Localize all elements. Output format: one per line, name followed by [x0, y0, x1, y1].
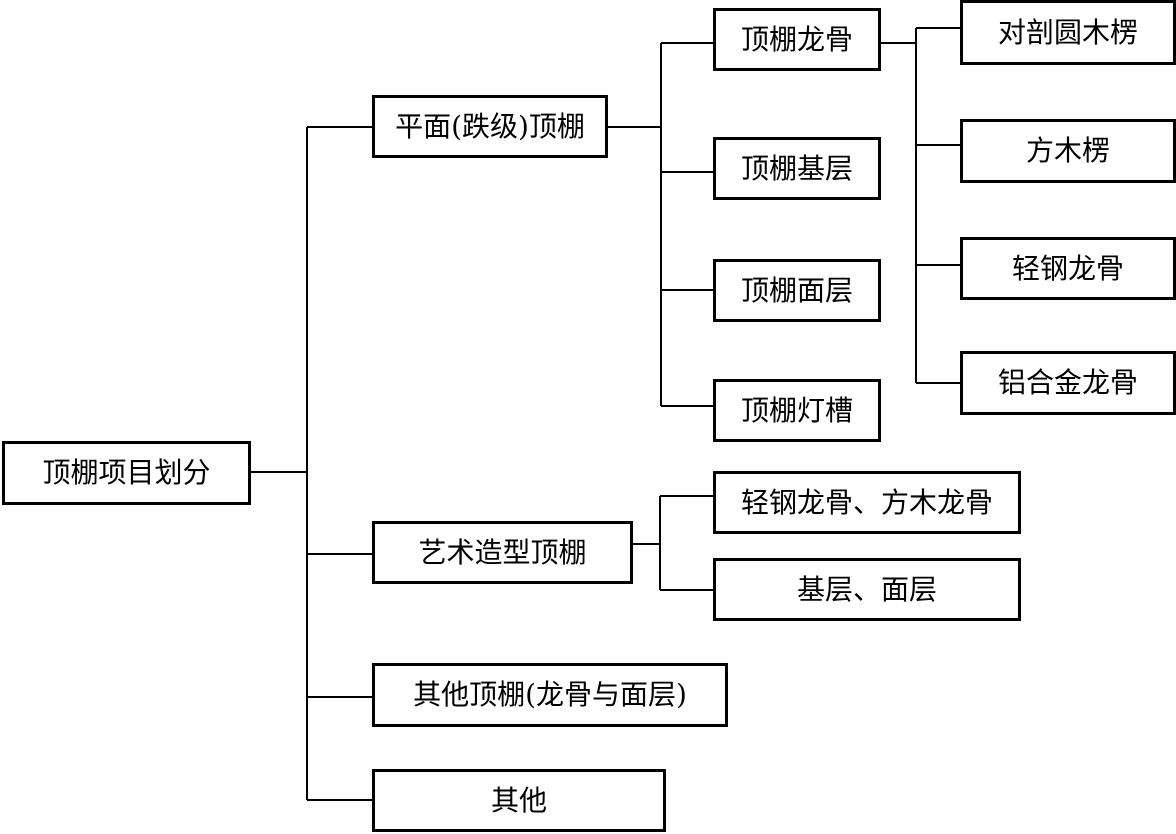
- node-art-layer: 基层、面层: [713, 558, 1021, 621]
- node-other: 其他: [372, 769, 666, 832]
- node-split-round-timber: 对剖圆木楞: [960, 0, 1176, 65]
- node-art-keel: 轻钢龙骨、方木龙骨: [713, 471, 1021, 534]
- node-art-ceiling: 艺术造型顶棚: [372, 521, 633, 584]
- node-ceiling-light-trough: 顶棚灯槽: [713, 379, 881, 442]
- node-aluminum-keel: 铝合金龙骨: [960, 351, 1176, 415]
- node-flat-ceiling: 平面(跌级)顶棚: [372, 95, 608, 158]
- node-ceiling-keel: 顶棚龙骨: [713, 8, 881, 71]
- node-ceiling-face: 顶棚面层: [713, 259, 881, 322]
- root-node: 顶棚项目划分: [2, 441, 251, 505]
- node-light-steel-keel: 轻钢龙骨: [960, 237, 1176, 300]
- node-square-timber: 方木楞: [960, 119, 1176, 183]
- node-other-ceiling: 其他顶棚(龙骨与面层): [372, 663, 728, 727]
- node-ceiling-base: 顶棚基层: [713, 137, 881, 200]
